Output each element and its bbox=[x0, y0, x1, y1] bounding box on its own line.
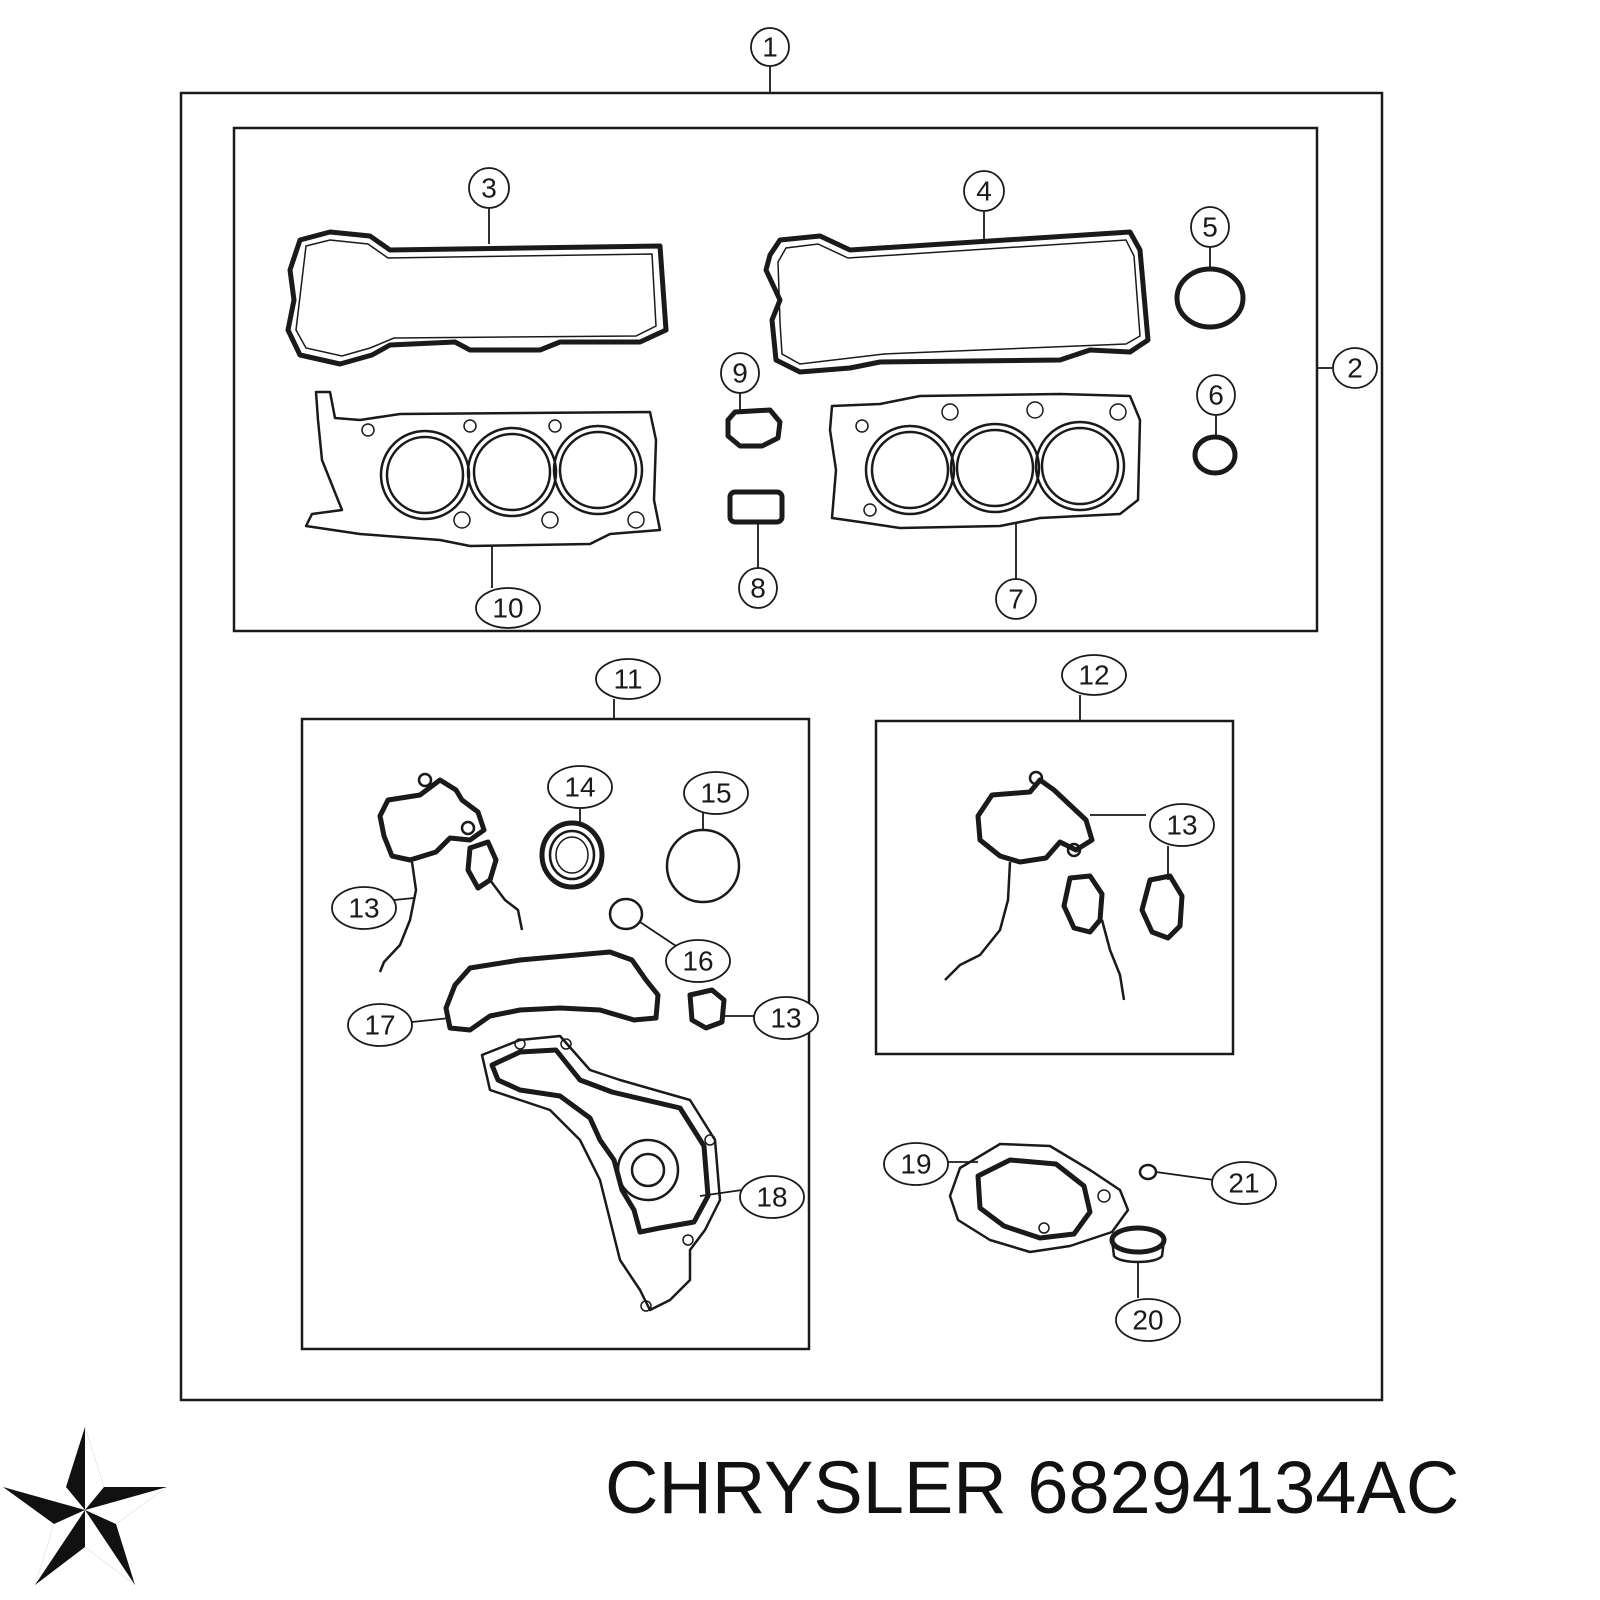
callout-20: 20 bbox=[1115, 1298, 1181, 1342]
valve-cover-gasket-right bbox=[763, 229, 1151, 375]
callout-1-label: 1 bbox=[762, 32, 778, 63]
callout-13-lower: 13 bbox=[753, 996, 819, 1040]
washer bbox=[1138, 1163, 1158, 1181]
small-gasket-8 bbox=[727, 489, 785, 525]
callout-5-label: 5 bbox=[1202, 212, 1218, 243]
o-ring-16 bbox=[608, 897, 644, 931]
callout-10-label: 10 bbox=[492, 593, 523, 624]
callout-4: 4 bbox=[963, 170, 1005, 212]
kit-frame-outer bbox=[179, 91, 1384, 1402]
rear-main-seal bbox=[1109, 1225, 1167, 1264]
water-pump-gasket bbox=[480, 1034, 722, 1312]
brand-name: CHRYSLER bbox=[605, 1446, 1007, 1529]
small-gasket-9 bbox=[725, 407, 783, 449]
o-ring-small bbox=[1192, 434, 1238, 476]
timing-cover-seal-right-set bbox=[944, 770, 1185, 1001]
small-gasket-13 bbox=[687, 987, 727, 1031]
callout-9-label: 9 bbox=[732, 358, 748, 389]
callout-2-label: 2 bbox=[1347, 353, 1363, 384]
callout-16: 16 bbox=[665, 939, 731, 983]
callout-12-label: 12 bbox=[1078, 660, 1109, 691]
callout-12: 12 bbox=[1061, 654, 1127, 696]
callout-4-label: 4 bbox=[976, 176, 992, 207]
callout-18: 18 bbox=[739, 1175, 805, 1219]
callout-10: 10 bbox=[475, 587, 541, 629]
callout-21-label: 21 bbox=[1228, 1168, 1259, 1199]
crankshaft-front-seal bbox=[539, 820, 605, 890]
timing-set-frame-right bbox=[874, 719, 1235, 1056]
thermostat-housing-gasket bbox=[443, 949, 661, 1033]
callout-13-label: 13 bbox=[770, 1003, 801, 1034]
o-ring-large bbox=[1174, 266, 1246, 330]
callout-11: 11 bbox=[595, 658, 661, 700]
callout-17: 17 bbox=[347, 1003, 413, 1047]
callout-8: 8 bbox=[738, 567, 778, 609]
o-ring-15 bbox=[665, 828, 741, 904]
callout-15-label: 15 bbox=[700, 778, 731, 809]
callout-13-right-set: 13 bbox=[1149, 803, 1215, 847]
callout-19: 19 bbox=[883, 1142, 949, 1186]
callout-19-label: 19 bbox=[900, 1149, 931, 1180]
callout-3-label: 3 bbox=[481, 173, 497, 204]
callout-8-label: 8 bbox=[750, 573, 766, 604]
oil-cooler-gasket bbox=[948, 1142, 1130, 1254]
valve-cover-gasket-left bbox=[285, 229, 669, 367]
callout-20-label: 20 bbox=[1132, 1305, 1163, 1336]
callout-3: 3 bbox=[468, 167, 510, 209]
callout-16-label: 16 bbox=[682, 946, 713, 977]
timing-set-frame-left bbox=[300, 717, 811, 1351]
callout-2: 2 bbox=[1332, 347, 1378, 389]
callout-13-label: 13 bbox=[348, 893, 379, 924]
timing-cover-seal-left-set bbox=[377, 772, 524, 973]
callout-21: 21 bbox=[1211, 1161, 1277, 1205]
callout-5: 5 bbox=[1190, 206, 1230, 248]
callout-18-label: 18 bbox=[756, 1182, 787, 1213]
callout-6-label: 6 bbox=[1208, 380, 1224, 411]
callout-1: 1 bbox=[750, 27, 790, 67]
leader-lines bbox=[393, 66, 1332, 1298]
callout-7-label: 7 bbox=[1008, 584, 1024, 615]
callout-7: 7 bbox=[995, 578, 1037, 620]
cylinder-head-gasket-left bbox=[304, 390, 662, 548]
callout-15: 15 bbox=[683, 771, 749, 815]
callout-11-label: 11 bbox=[613, 664, 642, 695]
part-number: 68294134AC bbox=[1027, 1446, 1460, 1529]
upper-set-frame bbox=[232, 126, 1319, 633]
callout-14-label: 14 bbox=[564, 772, 595, 803]
cylinder-head-gasket-right bbox=[828, 392, 1142, 530]
chrysler-pentastar-icon bbox=[3, 1427, 167, 1585]
callout-13-left-set: 13 bbox=[331, 886, 397, 930]
callout-6: 6 bbox=[1196, 374, 1236, 416]
callout-17-label: 17 bbox=[364, 1010, 395, 1041]
part-number-caption: CHRYSLER 68294134AC bbox=[605, 1445, 1459, 1530]
callout-9: 9 bbox=[720, 352, 760, 394]
callout-14: 14 bbox=[547, 765, 613, 809]
callout-13-label: 13 bbox=[1166, 810, 1197, 841]
